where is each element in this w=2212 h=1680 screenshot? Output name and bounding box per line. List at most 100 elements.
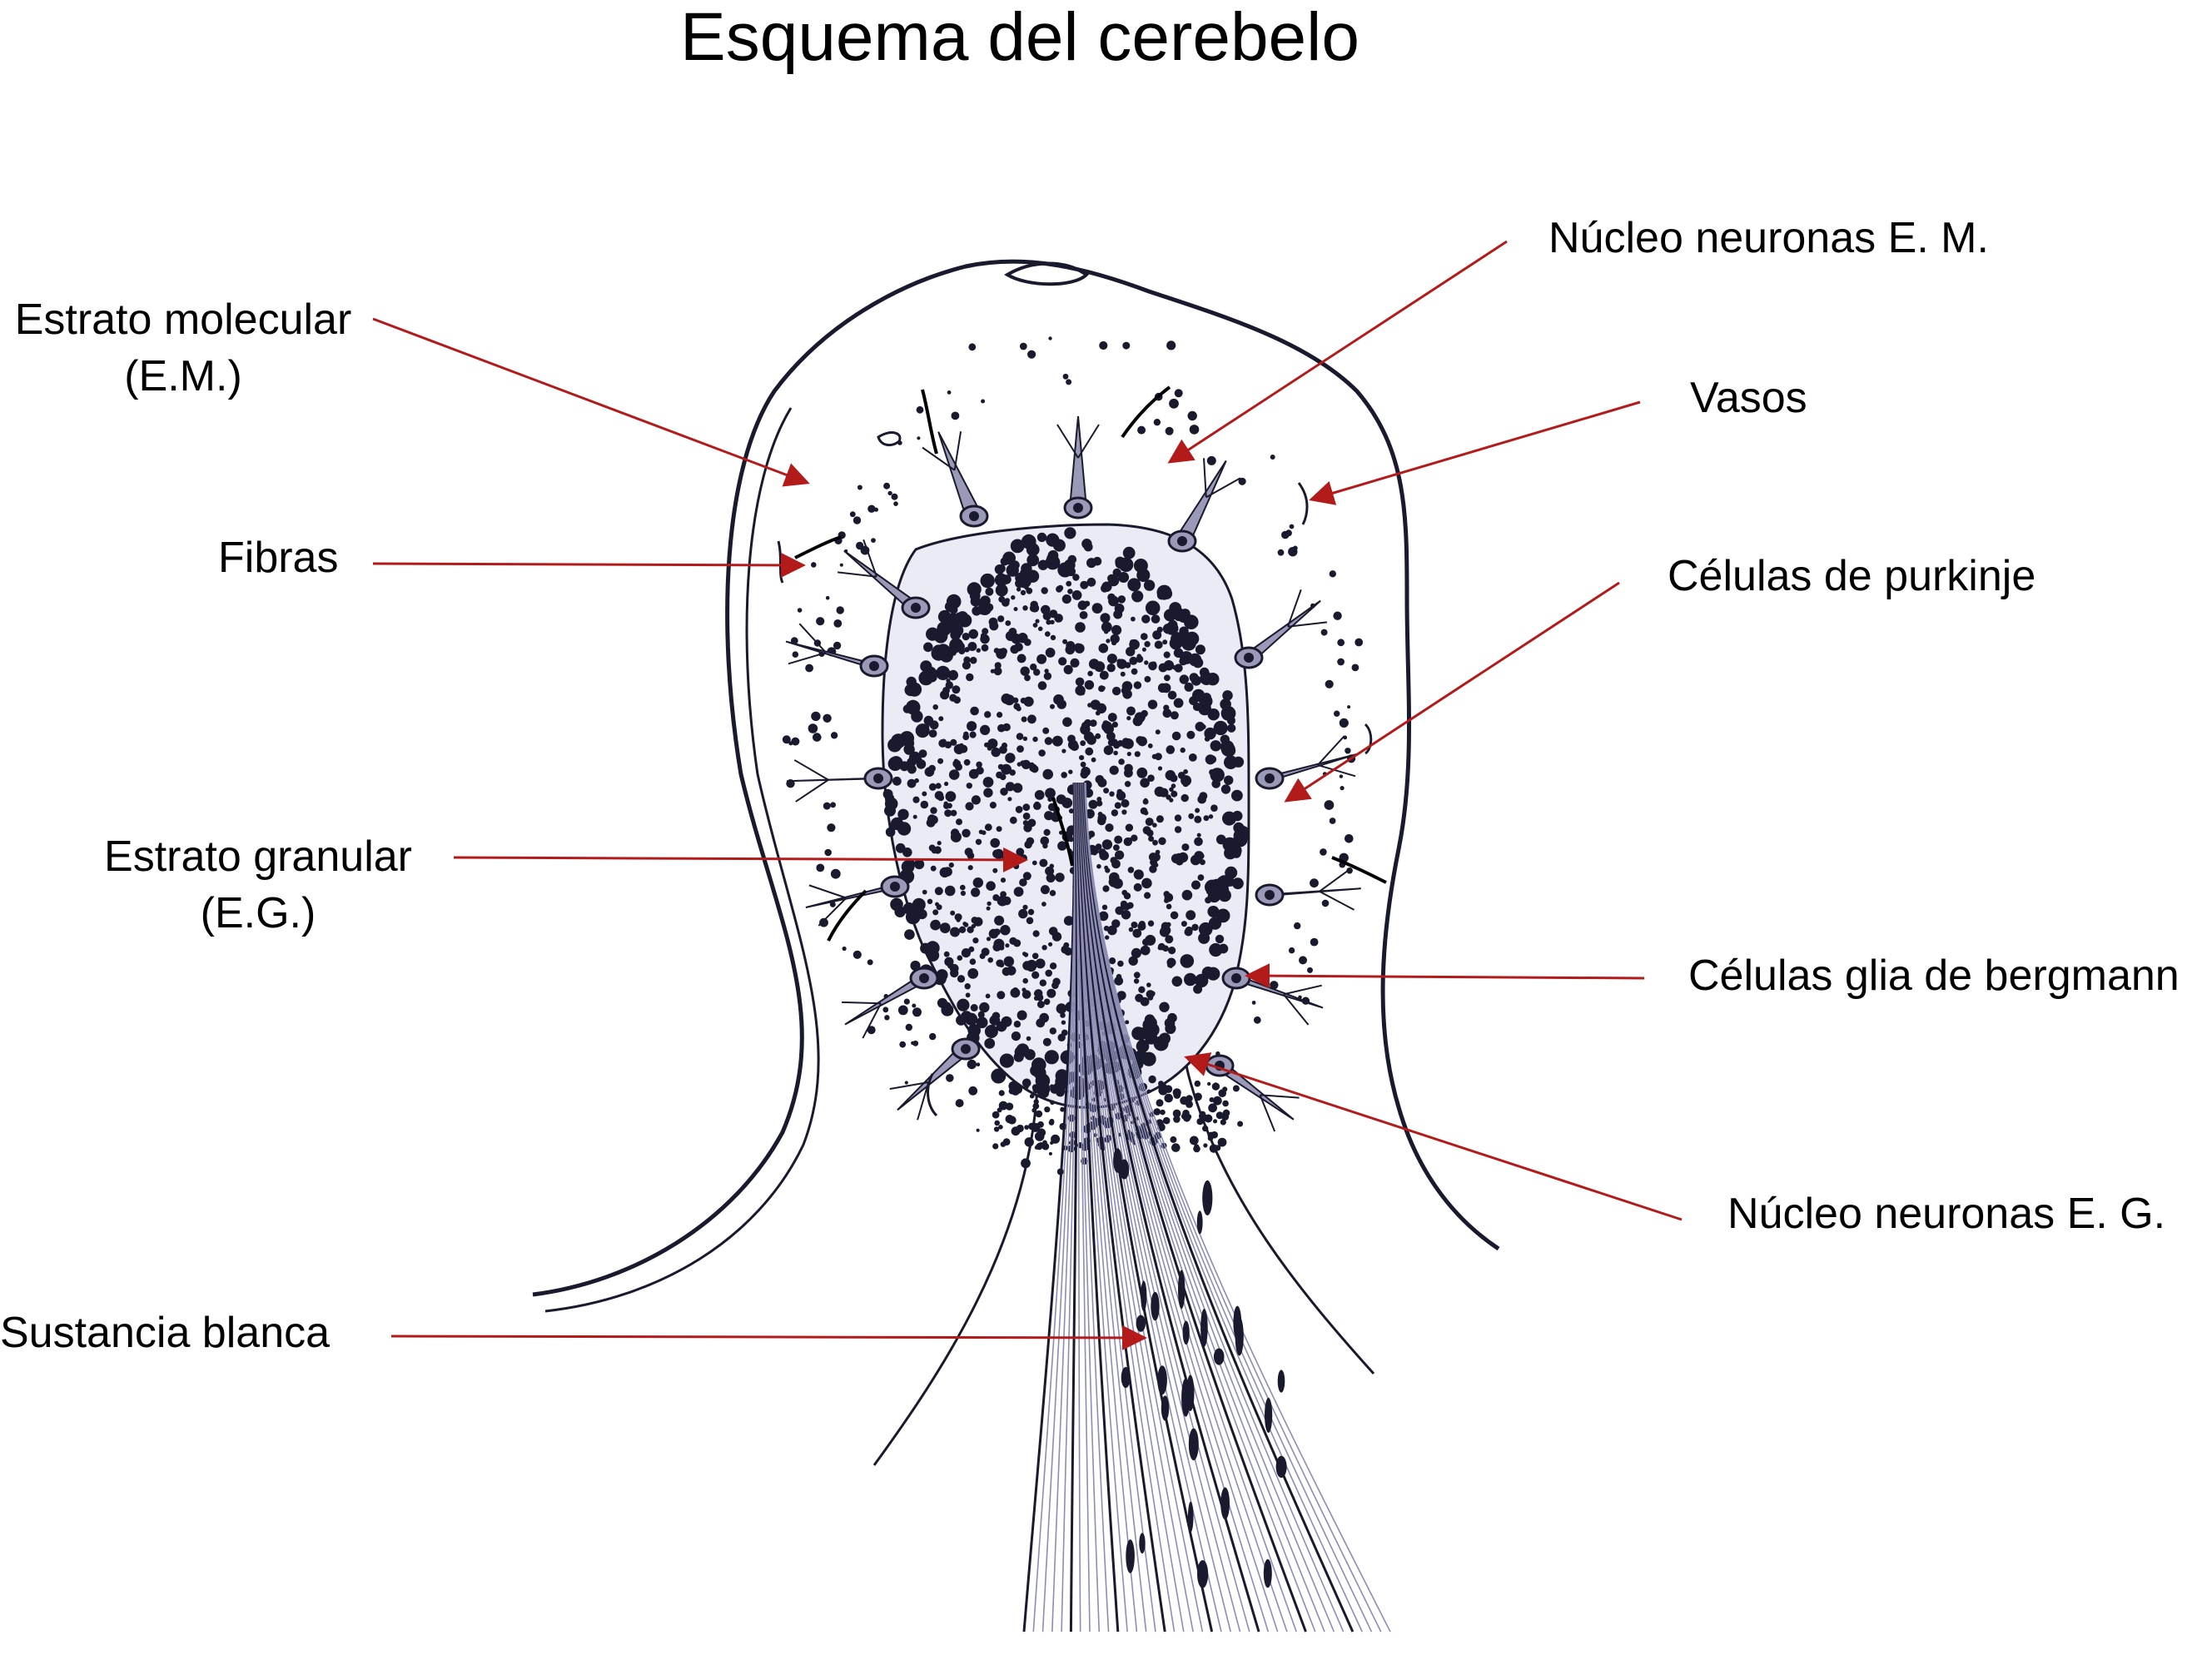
- granule-dot: [1039, 859, 1047, 867]
- granule-dot: [951, 828, 959, 837]
- molecular-dot: [1188, 411, 1197, 420]
- granule-dot: [1038, 681, 1047, 690]
- granule-dot: [1117, 961, 1124, 967]
- molecular-dot: [893, 501, 898, 506]
- molecular-dot: [1347, 705, 1350, 708]
- granule-dot: [1049, 1119, 1054, 1124]
- granule-dot: [1046, 648, 1056, 658]
- granule-dot: [1066, 581, 1071, 587]
- granule-dot: [1028, 909, 1034, 915]
- granule-dot: [1050, 1141, 1053, 1145]
- granule-dot: [912, 797, 919, 803]
- granule-dot: [1000, 1054, 1014, 1068]
- granule-dot: [967, 783, 972, 788]
- molecular-dot: [905, 1081, 908, 1084]
- granule-dot: [983, 777, 994, 788]
- granule-dot: [1118, 595, 1126, 604]
- granule-dot: [1186, 1095, 1192, 1101]
- granule-dot: [1220, 1119, 1226, 1125]
- granule-dot: [1056, 1003, 1067, 1014]
- molecular-dot: [968, 343, 976, 350]
- granule-dot: [949, 769, 960, 780]
- molecular-dot: [1299, 956, 1307, 964]
- granule-dot: [1143, 826, 1151, 834]
- granule-dot: [1102, 839, 1112, 849]
- granule-dot: [940, 690, 949, 699]
- granule-dot: [1099, 644, 1109, 654]
- granule-dot: [1033, 930, 1040, 937]
- granule-dot: [962, 733, 969, 740]
- granule-dot: [1096, 843, 1102, 850]
- granule-dot: [1125, 662, 1131, 668]
- granule-dot: [1144, 811, 1149, 816]
- granule-dot: [1066, 645, 1076, 655]
- molecular-dot: [808, 723, 818, 733]
- granule-dot: [1045, 1050, 1059, 1064]
- granule-dot: [1163, 1117, 1171, 1125]
- molecular-dot: [882, 1007, 888, 1012]
- granule-dot: [955, 913, 962, 921]
- molecular-dot: [823, 714, 831, 723]
- granule-dot: [1075, 622, 1086, 633]
- granule-dot: [945, 741, 952, 748]
- granule-dot: [1084, 601, 1090, 607]
- molecular-dot: [1345, 748, 1350, 753]
- granule-dot: [946, 791, 957, 802]
- granule-dot: [1165, 893, 1174, 902]
- molecular-dot: [1036, 1111, 1043, 1118]
- granule-dot: [959, 927, 966, 933]
- granule-dot: [1115, 851, 1124, 860]
- granule-dot: [1205, 754, 1215, 764]
- granule-dot: [911, 710, 922, 722]
- granule-dot: [1156, 850, 1161, 855]
- molecular-dot: [1321, 629, 1328, 636]
- granule-dot: [1135, 712, 1146, 723]
- granule-dot: [997, 615, 1004, 622]
- granule-dot: [1089, 800, 1098, 809]
- granule-dot: [1076, 678, 1085, 687]
- fiber-nucleus: [1183, 1321, 1190, 1345]
- granule-dot: [1155, 787, 1165, 797]
- granule-dot: [1050, 890, 1056, 896]
- granule-dot: [994, 849, 1004, 859]
- granule-dot: [1193, 658, 1204, 669]
- granule-dot: [1145, 676, 1151, 683]
- molecular-dot: [853, 951, 862, 959]
- molecular-dot: [811, 562, 817, 568]
- granule-dot: [1126, 647, 1135, 656]
- granule-dot: [1030, 1094, 1035, 1099]
- granule-dot: [1052, 736, 1063, 747]
- granule-dot: [971, 887, 980, 897]
- granule-dot: [949, 694, 957, 702]
- granule-dot: [1202, 1126, 1208, 1131]
- granule-dot: [1111, 640, 1116, 645]
- granule-dot: [971, 596, 981, 606]
- molecular-dot: [977, 1062, 981, 1066]
- fiber-nucleus: [1181, 1378, 1190, 1416]
- molecular-dot: [831, 869, 841, 879]
- granule-dot: [1131, 617, 1136, 622]
- molecular-dot: [899, 1041, 906, 1048]
- granule-dot: [968, 629, 978, 639]
- granule-dot: [937, 794, 944, 801]
- granule-dot: [1017, 733, 1024, 740]
- molecular-dot: [1270, 455, 1275, 460]
- granule-dot: [1210, 1144, 1218, 1152]
- granule-dot: [1080, 581, 1088, 589]
- granule-dot: [972, 937, 978, 943]
- granule-dot: [1101, 686, 1106, 690]
- granule-dot: [1162, 946, 1169, 952]
- granule-dot: [1163, 624, 1173, 634]
- granule-dot: [1156, 729, 1161, 734]
- granule-dot: [1033, 1066, 1046, 1079]
- granule-dot: [1147, 774, 1155, 782]
- granule-dot: [1044, 1106, 1050, 1112]
- molecular-dot: [1333, 612, 1341, 620]
- granule-dot: [1134, 1027, 1147, 1041]
- granule-dot: [1030, 601, 1038, 609]
- granule-dot: [1173, 1116, 1181, 1123]
- fiber-nucleus: [1136, 1315, 1146, 1332]
- granule-dot: [997, 991, 1005, 999]
- granule-dot: [1029, 764, 1037, 773]
- molecular-dot: [1320, 848, 1327, 856]
